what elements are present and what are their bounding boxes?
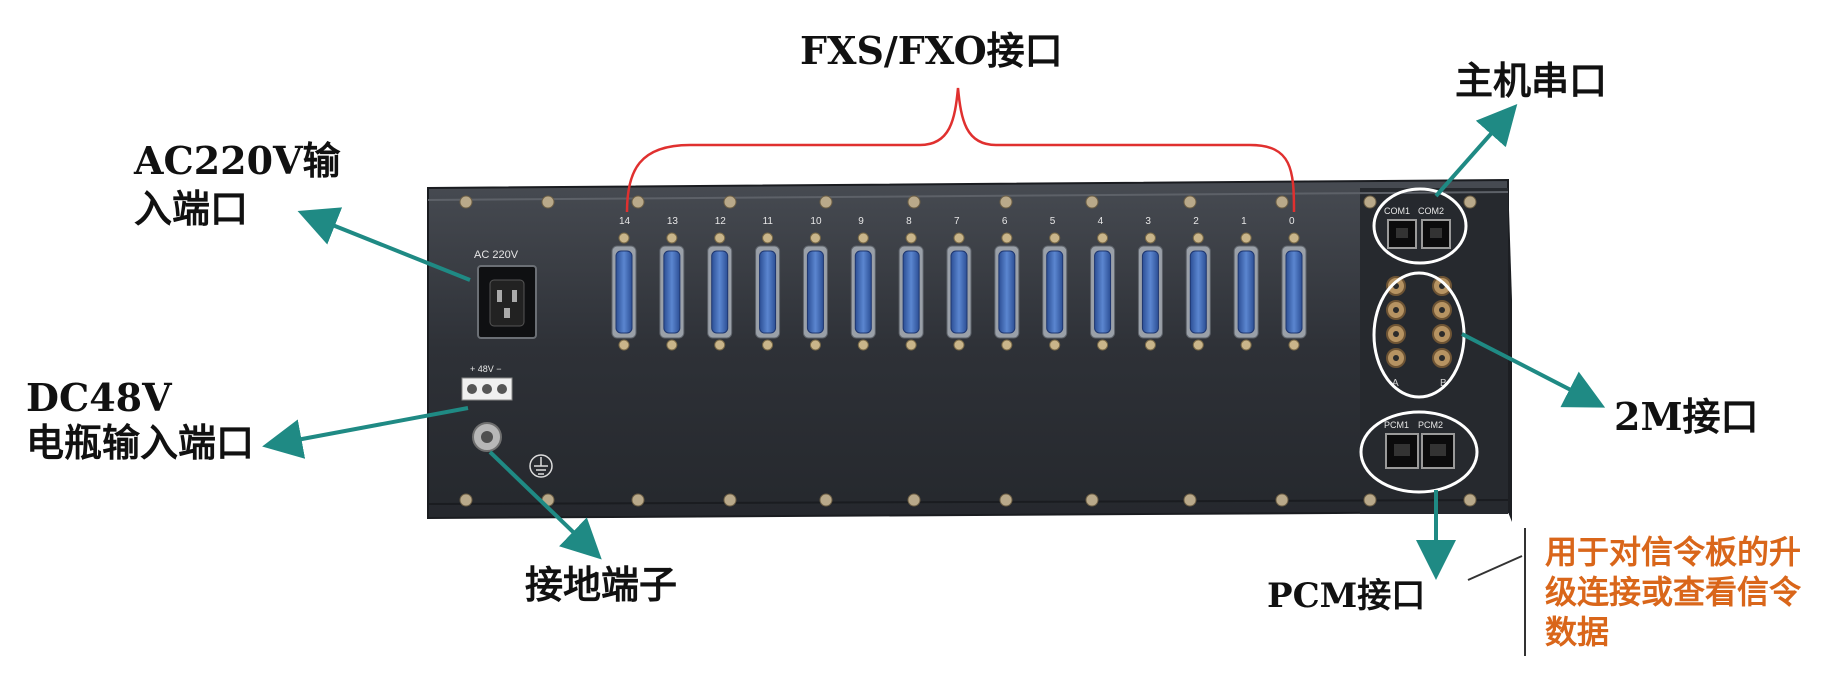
screw-icon (1275, 493, 1289, 507)
db-connector: 4 (1090, 216, 1116, 351)
com1-text: COM1 (1384, 206, 1410, 216)
pcm-note: 用于对信令板的升 级连接或查看信令 数据 (1545, 532, 1801, 652)
connector-number: 11 (763, 216, 774, 227)
ac-arrow (297, 207, 471, 282)
pcm-label: PCM接口 (1267, 576, 1426, 616)
dc-arrow (262, 406, 469, 459)
screw-icon (631, 493, 645, 507)
pcm-note-line-1: 用于对信令板的升 (1545, 533, 1802, 571)
db-connector: 7 (946, 216, 972, 351)
ground-terminal-label: 接地端子 (525, 562, 678, 607)
com-arrow (1434, 104, 1518, 198)
dc48v-terminal: + 48V − (461, 364, 513, 401)
screw-icon (1085, 195, 1099, 209)
connector-number: 3 (1145, 216, 1151, 227)
db-connector: 1 (1233, 216, 1259, 351)
pcm-note-line-3: 数据 (1545, 613, 1610, 651)
e1-right-text: B (1440, 378, 1447, 389)
com-ports: COM1 COM2 (1384, 206, 1451, 249)
screw-icon (1275, 195, 1289, 209)
screw-icon (459, 493, 473, 507)
pcm1-text: PCM1 (1384, 420, 1409, 430)
chassis-screws (459, 195, 1477, 507)
db-connector: 0 (1281, 216, 1307, 351)
screw-icon (1463, 195, 1477, 209)
e1-arrow (1461, 332, 1606, 408)
fxs-fxo-bracket (625, 87, 1296, 213)
ground-stud (472, 422, 502, 452)
dc-terminal-text: + 48V − (470, 364, 502, 374)
db-connector: 5 (1042, 216, 1068, 351)
connector-number: 9 (858, 216, 864, 227)
screw-icon (819, 195, 833, 209)
host-serial-label: 主机串口 (1455, 58, 1608, 103)
pcm2-text: PCM2 (1418, 420, 1443, 430)
db-connector: 8 (898, 216, 924, 351)
db-connector: 3 (1137, 216, 1163, 351)
screw-icon (1363, 493, 1377, 507)
screw-icon (1463, 493, 1477, 507)
e1-2m-label: 2M接口 (1614, 394, 1759, 439)
connector-number: 0 (1289, 216, 1295, 227)
screw-icon (723, 195, 737, 209)
connector-number: 4 (1098, 216, 1104, 227)
chassis (427, 178, 1512, 522)
connector-number: 14 (619, 216, 631, 227)
com2-text: COM2 (1418, 206, 1444, 216)
pcm-ports: PCM1 PCM2 (1384, 420, 1455, 469)
screw-icon (541, 195, 555, 209)
db-connector: 12 (707, 216, 733, 351)
screw-icon (723, 493, 737, 507)
ground-symbol-icon (529, 454, 553, 478)
screw-icon (1085, 493, 1099, 507)
fxs-fxo-label: FXS/FXO接口 (800, 28, 1063, 73)
db-connector: 9 (850, 216, 876, 351)
db-connector: 10 (802, 216, 828, 351)
screw-icon (819, 493, 833, 507)
connector-number: 8 (906, 216, 912, 227)
db-connector: 6 (994, 216, 1020, 351)
dc-input-label-line2: 电瓶输入端口 (26, 420, 255, 465)
db-connector: 13 (659, 216, 685, 351)
screw-icon (999, 493, 1013, 507)
screw-icon (907, 493, 921, 507)
screw-icon (907, 195, 921, 209)
screw-icon (631, 195, 645, 209)
ac-input-label-line2: 入端口 (134, 186, 249, 231)
ground-arrow (488, 450, 602, 560)
screw-icon (1183, 195, 1197, 209)
connector-number: 13 (667, 216, 679, 227)
com-ports-highlight (1372, 187, 1468, 265)
connector-number: 7 (954, 216, 960, 227)
note-pointer-line (1467, 555, 1523, 581)
connector-number: 5 (1050, 216, 1056, 227)
connector-number: 1 (1241, 216, 1247, 227)
screw-icon (999, 195, 1013, 209)
db-connector: 14 (611, 216, 637, 351)
ac-power-socket: AC 220V (474, 249, 537, 339)
e1-left-text: A (1392, 378, 1399, 389)
db-connector: 2 (1185, 216, 1211, 351)
ac-input-label-line1: AC220V输 (134, 138, 341, 183)
screw-icon (1183, 493, 1197, 507)
ac-socket-text: AC 220V (474, 249, 519, 261)
connector-number: 10 (810, 216, 822, 227)
dc-input-label-line1: DC48V (26, 375, 172, 420)
pcm-ports-highlight (1359, 410, 1479, 494)
screw-icon (459, 195, 473, 209)
connector-number: 6 (1002, 216, 1008, 227)
db-connector: 11 (755, 216, 781, 351)
pcm-note-line-2: 级连接或查看信令 (1545, 573, 1802, 611)
screw-icon (1363, 195, 1377, 209)
connector-number: 2 (1193, 216, 1199, 227)
e1-2m-ports: A B (1386, 276, 1452, 389)
connector-number: 12 (715, 216, 727, 227)
